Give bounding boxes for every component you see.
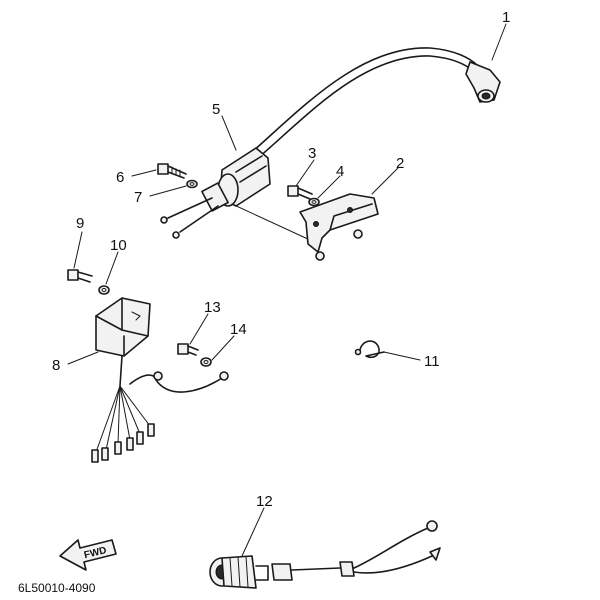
bracket-washer[interactable] bbox=[308, 197, 320, 207]
callout-5: 5 bbox=[212, 101, 220, 118]
callout-6: 6 bbox=[116, 169, 124, 186]
coil-washer[interactable] bbox=[186, 179, 198, 189]
callout-10: 10 bbox=[110, 237, 127, 254]
spark-plug-cap[interactable] bbox=[251, 47, 501, 159]
leader-lines bbox=[67, 23, 507, 557]
callout-numbers: 1 2 3 4 5 6 7 8 9 10 11 12 13 14 bbox=[52, 9, 510, 510]
fwd-label: FWD bbox=[83, 545, 108, 561]
coil-bracket[interactable] bbox=[299, 193, 379, 261]
callout-8: 8 bbox=[52, 357, 60, 374]
callout-1: 1 bbox=[502, 9, 510, 26]
cdi-bolt[interactable] bbox=[67, 269, 93, 283]
callout-7: 7 bbox=[134, 189, 142, 206]
forward-arrow-icon: FWD bbox=[59, 539, 117, 571]
callout-13: 13 bbox=[204, 299, 221, 316]
callout-4: 4 bbox=[336, 163, 344, 180]
callout-3: 3 bbox=[308, 145, 316, 162]
callout-2: 2 bbox=[396, 155, 404, 172]
ground-washer[interactable] bbox=[200, 357, 212, 367]
coil-bolt[interactable] bbox=[157, 163, 187, 179]
callout-12: 12 bbox=[256, 493, 273, 510]
ground-bolt[interactable] bbox=[177, 343, 199, 356]
callout-9: 9 bbox=[76, 215, 84, 232]
bracket-bolt[interactable] bbox=[287, 185, 313, 200]
diagram-code: 6L50010-4090 bbox=[18, 581, 96, 595]
callout-11: 11 bbox=[424, 353, 440, 370]
cdi-washer[interactable] bbox=[98, 285, 110, 295]
wire-clip[interactable] bbox=[354, 340, 385, 359]
callout-14: 14 bbox=[230, 321, 247, 338]
stop-switch[interactable] bbox=[209, 520, 441, 589]
cdi-unit[interactable] bbox=[91, 297, 229, 463]
ignition-coil[interactable] bbox=[160, 147, 311, 241]
